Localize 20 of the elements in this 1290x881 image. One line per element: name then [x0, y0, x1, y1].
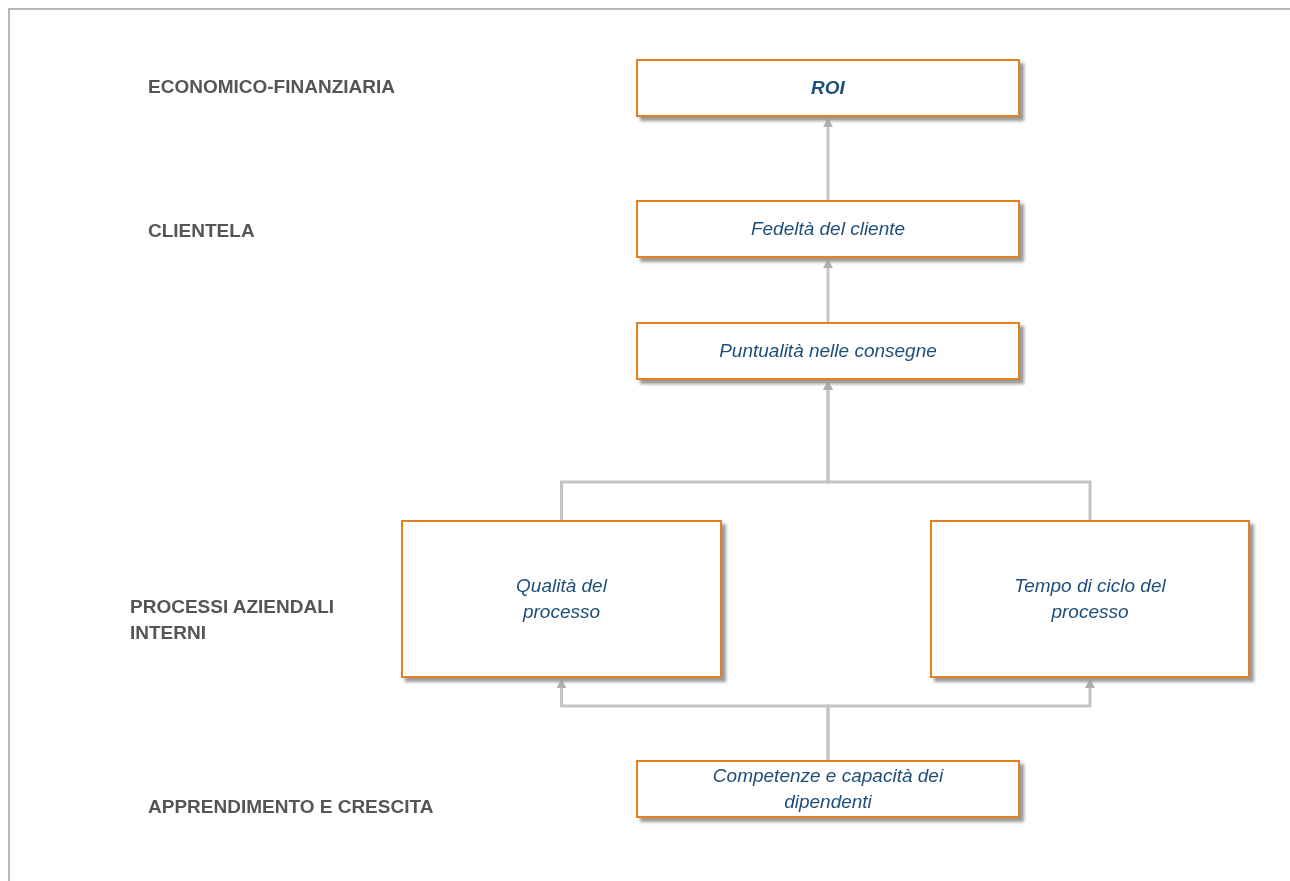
arrow [823, 381, 1092, 520]
objective-text: Qualità del processo [515, 574, 609, 624]
objective-text: Fedeltà del cliente [750, 217, 906, 241]
perspective-label: PROCESSI AZIENDALI INTERNI [130, 595, 336, 645]
objective-text: Puntualità nelle consegne [719, 339, 937, 363]
arrow [823, 259, 833, 322]
objective-text: ROI [811, 76, 845, 100]
perspective-label: ECONOMICO-FINANZIARIA [148, 75, 396, 99]
objective-box [636, 200, 1020, 258]
objective-box [636, 59, 1020, 117]
objective-box [930, 520, 1250, 678]
objective-box [636, 322, 1020, 380]
perspective-label: APPRENDIMENTO E CRESCITA [148, 795, 435, 819]
objective-box [401, 520, 722, 678]
objective-box [636, 760, 1020, 818]
objective-text: Competenze e capacità dei dipendenti [711, 764, 945, 814]
objective-text: Tempo di ciclo del processo [1013, 574, 1167, 624]
perspective-label: CLIENTELA [148, 219, 256, 243]
arrow [823, 118, 833, 200]
arrow [826, 679, 1095, 760]
